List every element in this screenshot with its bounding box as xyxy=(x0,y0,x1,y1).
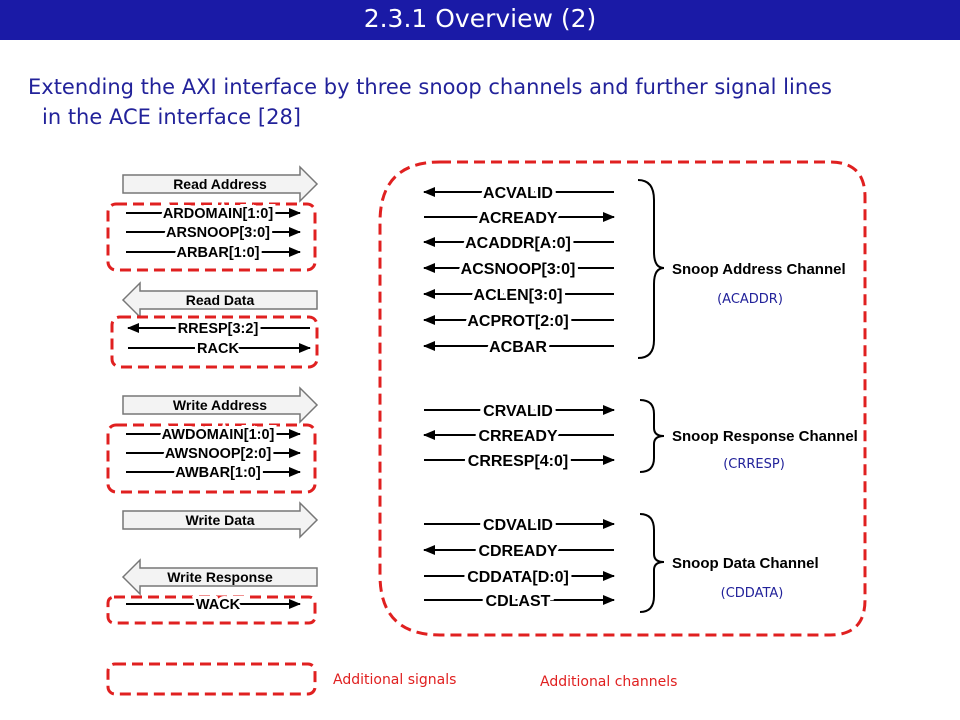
title-bar xyxy=(0,0,960,40)
snoop-data-abbr: (CDDATA) xyxy=(721,586,784,601)
arsnoop-label: ARSNOOP[3:0] xyxy=(166,225,270,241)
write-address-label: Write Address xyxy=(173,397,267,413)
snoop-address-channel-label: Snoop Address Channel xyxy=(672,261,846,278)
cddata-label: CDDATA[D:0] xyxy=(467,569,569,586)
snoop-response-abbr: (CRRESP) xyxy=(723,457,785,472)
crresp-label: CRRESP[4:0] xyxy=(468,453,568,470)
write-data-header: Write Data xyxy=(122,501,319,539)
arbar-label: ARBAR[1:0] xyxy=(177,245,260,261)
snoop-address-brace xyxy=(637,179,665,359)
cdlast-label: CDLAST xyxy=(486,593,551,610)
awsnoop-signal: AWSNOOP[2:0] xyxy=(126,443,301,465)
write-response-label: Write Response xyxy=(167,569,273,585)
snoop-response-brace xyxy=(639,399,665,473)
acprot-signal: ACPROT[2:0] xyxy=(423,310,614,334)
arbar-signal: ARBAR[1:0] xyxy=(126,242,301,264)
write-response-header: Write Response xyxy=(121,558,318,596)
rresp-label: RRESP[3:2] xyxy=(178,321,259,337)
rack-label: RACK xyxy=(197,341,239,357)
acvalid-label: ACVALID xyxy=(483,185,553,202)
snoop-response-channel-label: Snoop Response Channel xyxy=(672,428,858,445)
crvalid-signal: CRVALID xyxy=(424,400,615,424)
cddata-signal: CDDATA[D:0] xyxy=(424,566,615,590)
read-data-header: Read Data xyxy=(121,281,318,319)
legend-signals-label: Additional signals xyxy=(333,672,456,688)
acready-signal: ACREADY xyxy=(424,207,615,231)
snoop-address-abbr: (ACADDR) xyxy=(717,292,783,307)
acaddr-signal: ACADDR[A:0] xyxy=(423,232,614,256)
wack-label: WACK xyxy=(196,597,241,613)
acsnoop-signal: ACSNOOP[3:0] xyxy=(423,258,614,282)
rresp-signal: RRESP[3:2] xyxy=(127,318,310,340)
aclen-label: ACLEN[3:0] xyxy=(474,287,563,304)
acready-label: ACREADY xyxy=(478,210,557,227)
slide-title: 2.3.1 Overview (2) xyxy=(363,4,597,33)
aclen-signal: ACLEN[3:0] xyxy=(423,284,614,308)
awdomain-label: AWDOMAIN[1:0] xyxy=(162,427,275,443)
read-address-header: Read Address xyxy=(122,165,319,203)
rack-signal: RACK xyxy=(128,338,311,360)
acaddr-label: ACADDR[A:0] xyxy=(465,235,571,252)
ardomain-label: ARDOMAIN[1:0] xyxy=(163,206,274,222)
acbar-label: ACBAR xyxy=(489,339,547,356)
subtitle-line-1: Extending the AXI interface by three sno… xyxy=(28,75,832,99)
acvalid-signal: ACVALID xyxy=(423,182,614,206)
read-data-additional-box xyxy=(110,315,319,369)
snoop-data-brace xyxy=(639,513,665,613)
wack-signal: WACK xyxy=(126,594,301,616)
cdvalid-signal: CDVALID xyxy=(424,514,615,538)
crresp-signal: CRRESP[4:0] xyxy=(424,450,615,474)
legend-channels-label: Additional channels xyxy=(540,674,677,690)
read-address-label: Read Address xyxy=(173,176,267,192)
acbar-signal: ACBAR xyxy=(423,336,614,360)
crvalid-label: CRVALID xyxy=(483,403,553,420)
read-address-additional-box xyxy=(106,202,317,272)
slide-subtitle: Extending the AXI interface by three sno… xyxy=(28,72,958,132)
crready-label: CRREADY xyxy=(478,428,557,445)
write-address-additional-box xyxy=(106,423,317,494)
awbar-label: AWBAR[1:0] xyxy=(175,465,261,481)
crready-signal: CRREADY xyxy=(423,425,614,449)
awdomain-signal: AWDOMAIN[1:0] xyxy=(126,424,301,446)
cdready-signal: CDREADY xyxy=(423,540,614,564)
awbar-signal: AWBAR[1:0] xyxy=(126,462,301,484)
awsnoop-label: AWSNOOP[2:0] xyxy=(165,446,272,462)
write-data-label: Write Data xyxy=(186,512,255,528)
arsnoop-signal: ARSNOOP[3:0] xyxy=(126,222,301,244)
cdlast-signal: CDLAST xyxy=(424,590,615,614)
acprot-label: ACPROT[2:0] xyxy=(467,313,568,330)
write-response-additional-box xyxy=(106,595,317,625)
snoop-data-channel-label: Snoop Data Channel xyxy=(672,555,819,572)
acsnoop-label: ACSNOOP[3:0] xyxy=(461,261,576,278)
read-data-label: Read Data xyxy=(186,292,255,308)
cdvalid-label: CDVALID xyxy=(483,517,553,534)
snoop-channels-dashed-region xyxy=(378,160,867,637)
write-address-header: Write Address xyxy=(122,386,319,424)
ardomain-signal: ARDOMAIN[1:0] xyxy=(126,203,301,225)
legend-signals-box xyxy=(106,662,317,696)
cdready-label: CDREADY xyxy=(478,543,557,560)
subtitle-line-2: in the ACE interface [28] xyxy=(42,105,302,129)
